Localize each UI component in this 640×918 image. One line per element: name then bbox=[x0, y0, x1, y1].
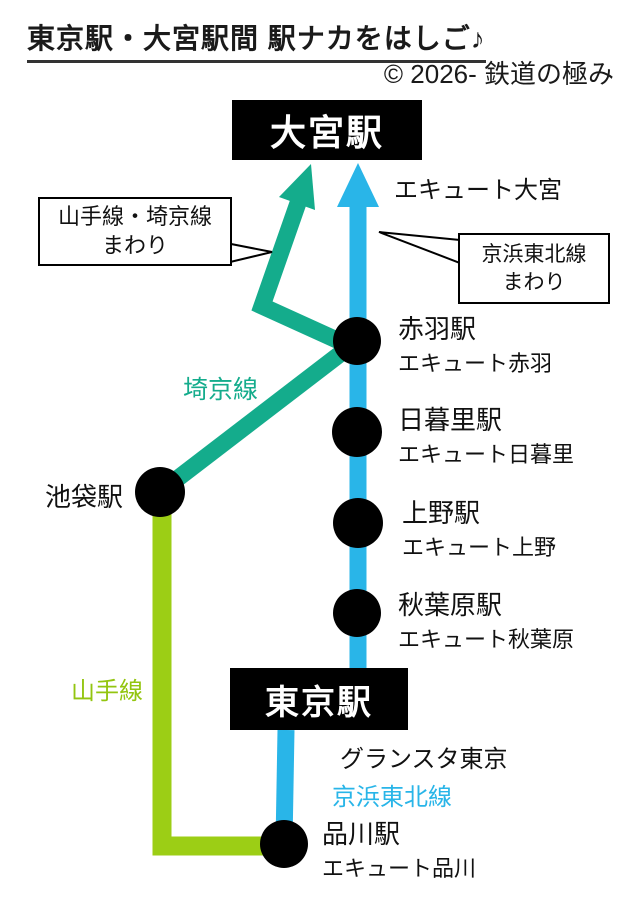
station-name: 上野駅 bbox=[402, 498, 481, 528]
station-node-ueno bbox=[333, 498, 383, 548]
omiya-station-name: 大宮駅 bbox=[269, 112, 384, 153]
station-shop: エキュート赤羽 bbox=[398, 350, 553, 376]
callout-left-tail bbox=[225, 241, 273, 265]
station-label-shinagawa: 品川駅 エキュート品川 bbox=[322, 820, 476, 881]
station-shop: エキュート日暮里 bbox=[398, 441, 575, 467]
station-name: 品川駅 bbox=[322, 819, 401, 849]
callout-yamanote-saikyo: 山手線・埼京線 まわり bbox=[38, 197, 232, 266]
saikyo-line-segment bbox=[154, 334, 363, 499]
omiya-station-box: 大宮駅 bbox=[232, 100, 422, 160]
copyright-note: © 2026- 鉄道の極み bbox=[383, 59, 614, 89]
tokyo-station-box: 東京駅 bbox=[230, 668, 408, 730]
station-node-nippori bbox=[332, 407, 382, 457]
saikyo-arrow-shaft bbox=[251, 200, 354, 354]
station-name: 日暮里駅 bbox=[398, 405, 503, 435]
station-shop: エキュート上野 bbox=[402, 534, 557, 560]
saikyo-line-label: 埼京線 bbox=[183, 376, 259, 404]
station-label-nippori: 日暮里駅 エキュート日暮里 bbox=[398, 406, 574, 467]
station-shop: エキュート秋葉原 bbox=[398, 626, 575, 652]
tokyo-shop-label: グランスタ東京 bbox=[340, 746, 508, 773]
callout-left-line2: まわり bbox=[101, 232, 168, 258]
station-label-akabane: 赤羽駅 エキュート赤羽 bbox=[398, 315, 552, 376]
station-label-ueno: 上野駅 エキュート上野 bbox=[402, 499, 556, 560]
station-node-shinagawa bbox=[260, 820, 308, 868]
callout-right-tail bbox=[378, 231, 461, 265]
page-title: 東京駅・大宮駅間 駅ナカをはしご♪ bbox=[27, 17, 486, 63]
tokyo-station-name: 東京駅 bbox=[265, 683, 373, 722]
callout-keihin-tohoku: 京浜東北線 まわり bbox=[458, 233, 610, 304]
keihin-tohoku-line-label: 京浜東北線 bbox=[332, 784, 452, 811]
saikyo-arrowhead-icon bbox=[279, 164, 315, 210]
station-node-ikebukuro bbox=[135, 467, 185, 517]
yamanote-line-label: 山手線 bbox=[71, 678, 143, 705]
station-node-akabane bbox=[333, 317, 381, 365]
yamanote-line-segment bbox=[152, 492, 284, 856]
station-label-akihabara: 秋葉原駅 エキュート秋葉原 bbox=[398, 591, 574, 652]
station-name: 赤羽駅 bbox=[398, 314, 477, 344]
station-node-akihabara bbox=[333, 589, 381, 637]
callout-left-line1: 山手線・埼京線 bbox=[57, 203, 212, 229]
keihin-tohoku-arrowhead-icon bbox=[337, 163, 379, 207]
station-shop: エキュート品川 bbox=[322, 855, 477, 881]
station-name: 秋葉原駅 bbox=[398, 590, 503, 620]
station-label-ikebukuro: 池袋駅 bbox=[45, 482, 124, 512]
callout-right-line2: まわり bbox=[502, 270, 566, 294]
callout-right-line1: 京浜東北線 bbox=[481, 243, 587, 267]
omiya-shop-label: エキュート大宮 bbox=[394, 177, 562, 204]
